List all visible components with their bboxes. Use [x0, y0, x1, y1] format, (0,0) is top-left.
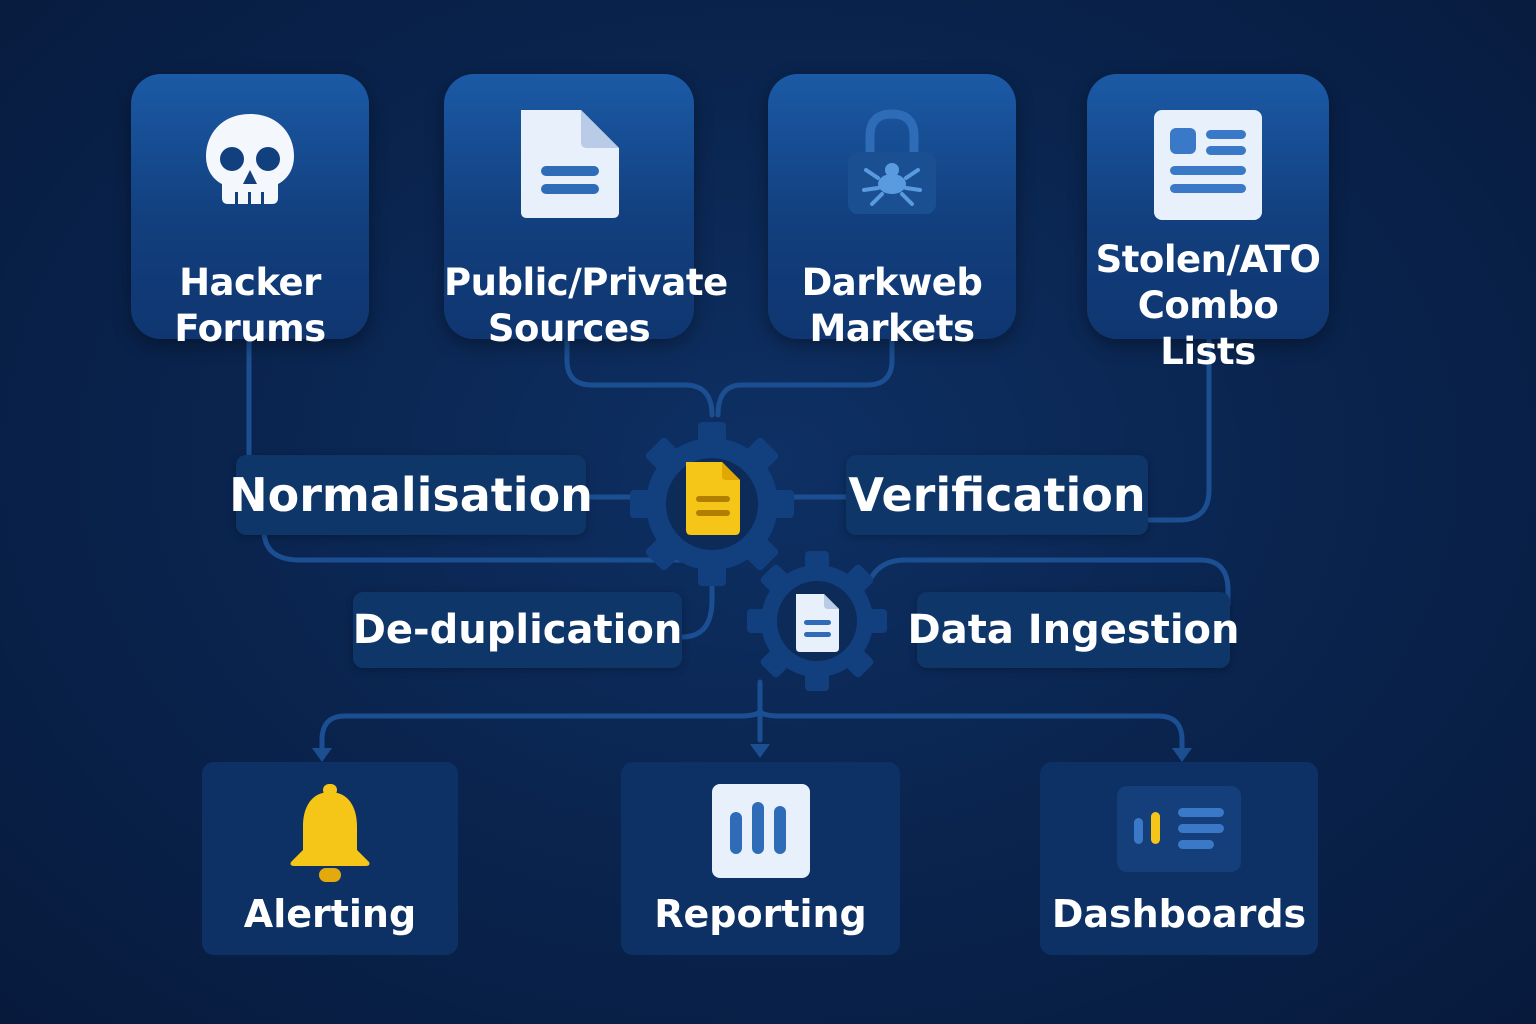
connector-to-alerting	[319, 709, 763, 755]
document-icon	[686, 462, 740, 535]
document-icon	[796, 594, 839, 652]
gear-icon	[630, 422, 794, 586]
connector-dedup-gear	[679, 572, 715, 640]
skull-icon	[190, 104, 310, 224]
output-label: Dashboards	[1051, 892, 1307, 936]
connector-to-dashboards	[757, 709, 1185, 755]
source-label: Darkweb Markets	[801, 261, 983, 350]
connector-normalisation-loop	[261, 527, 703, 563]
source-label: Stolen/ATO Combo Lists	[1095, 238, 1321, 373]
connector-stolen-lists	[1145, 337, 1212, 523]
source-card-stolen-ato-combo-lists: Stolen/ATO Combo Lists	[1087, 74, 1329, 373]
bell-icon	[275, 780, 385, 890]
source-label: Hacker Forums	[174, 261, 326, 350]
list-card-icon	[1148, 104, 1268, 224]
output-card-alerting: Alerting	[202, 762, 458, 955]
bar-chart-icon	[706, 780, 816, 890]
process-deduplication: De-duplication	[353, 592, 682, 668]
source-card-darkweb-markets: Darkweb Markets	[768, 74, 1016, 350]
process-normalisation: Normalisation	[229, 455, 593, 535]
arrowhead-alerting	[312, 748, 332, 762]
arrowhead-dashboards	[1172, 748, 1192, 762]
connector-darkweb	[715, 337, 895, 418]
document-icon	[509, 104, 629, 224]
padlock-bug-icon	[832, 104, 952, 224]
dashboard-icon	[1117, 780, 1241, 890]
connector-public-private	[564, 337, 715, 418]
process-data-ingestion: Data Ingestion	[908, 592, 1239, 668]
output-card-reporting: Reporting	[621, 762, 900, 955]
output-label: Reporting	[654, 892, 867, 936]
source-label: Public/Private Sources	[444, 261, 728, 350]
output-card-dashboards: Dashboards	[1040, 762, 1318, 955]
output-label: Alerting	[243, 892, 417, 936]
gear-icon	[747, 551, 887, 691]
process-verification: Verification	[846, 455, 1148, 535]
source-card-hacker-forums: Hacker Forums	[131, 74, 369, 350]
connector-ingestion-loop	[867, 557, 1231, 608]
arrowhead-reporting	[750, 744, 770, 758]
source-card-public-private-sources: Public/Private Sources	[444, 74, 728, 350]
